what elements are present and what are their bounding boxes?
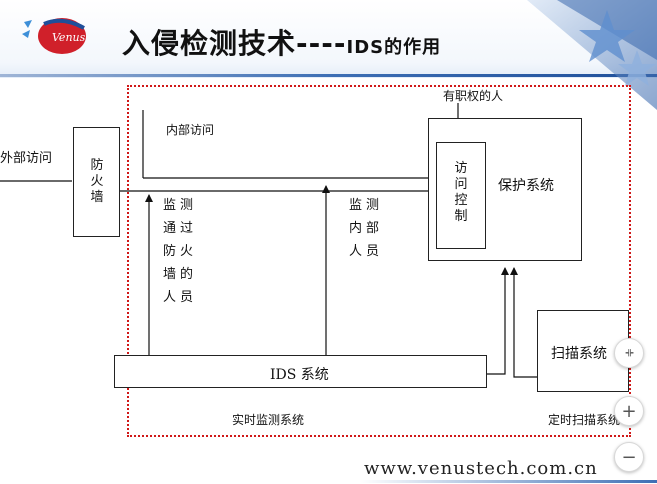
collapse-icon: ⌟⌞⌝⌜ [624, 342, 634, 364]
monitor-firewall-label: 监测 通过 防火 墙的 人员 [163, 198, 198, 305]
plus-icon: + [621, 400, 637, 422]
footer-divider [360, 480, 657, 483]
access-control-box: 访 问 控 制 [436, 142, 486, 249]
monitor-internal-label: 监测 内部 人员 [349, 198, 384, 259]
zoom-out-button[interactable]: − [614, 442, 644, 472]
footer-url: www.venustech.com.cn [364, 458, 598, 479]
venus-logo: Venus [22, 18, 86, 54]
header-divider [0, 74, 657, 77]
ids-system-box: IDS 系统 [114, 355, 487, 388]
scan-system-box: 扫描系统 [537, 310, 629, 392]
ids-scope-frame [127, 85, 631, 437]
access-control-label: 访 问 控 制 [454, 161, 468, 224]
firewall-box: 防 火 墙 [73, 127, 120, 237]
collapse-button[interactable]: ⌟⌞⌝⌜ [614, 338, 644, 368]
protected-system-label: 保护系统 [498, 178, 554, 194]
title-main: 入侵检测技术---- [122, 27, 347, 60]
firewall-label: 防 火 墙 [90, 158, 104, 205]
minus-icon: − [621, 446, 637, 468]
star-decoration [527, 0, 657, 110]
zoom-in-button[interactable]: + [614, 396, 644, 426]
title-ids: IDS的作用 [346, 37, 442, 58]
ids-system-label: IDS 系统 [270, 367, 329, 383]
external-access-label: 外部访问 [0, 151, 53, 166]
svg-text:Venus: Venus [52, 31, 86, 44]
authorized-person-label: 有职权的人 [443, 89, 504, 103]
realtime-monitor-label: 实时监测系统 [232, 413, 305, 427]
scheduled-scan-label: 定时扫描系统 [548, 413, 621, 427]
internal-access-label: 内部访问 [166, 123, 215, 137]
slide-title: 入侵检测技术----IDS的作用 [122, 22, 441, 62]
scan-system-label: 扫描系统 [551, 346, 607, 362]
